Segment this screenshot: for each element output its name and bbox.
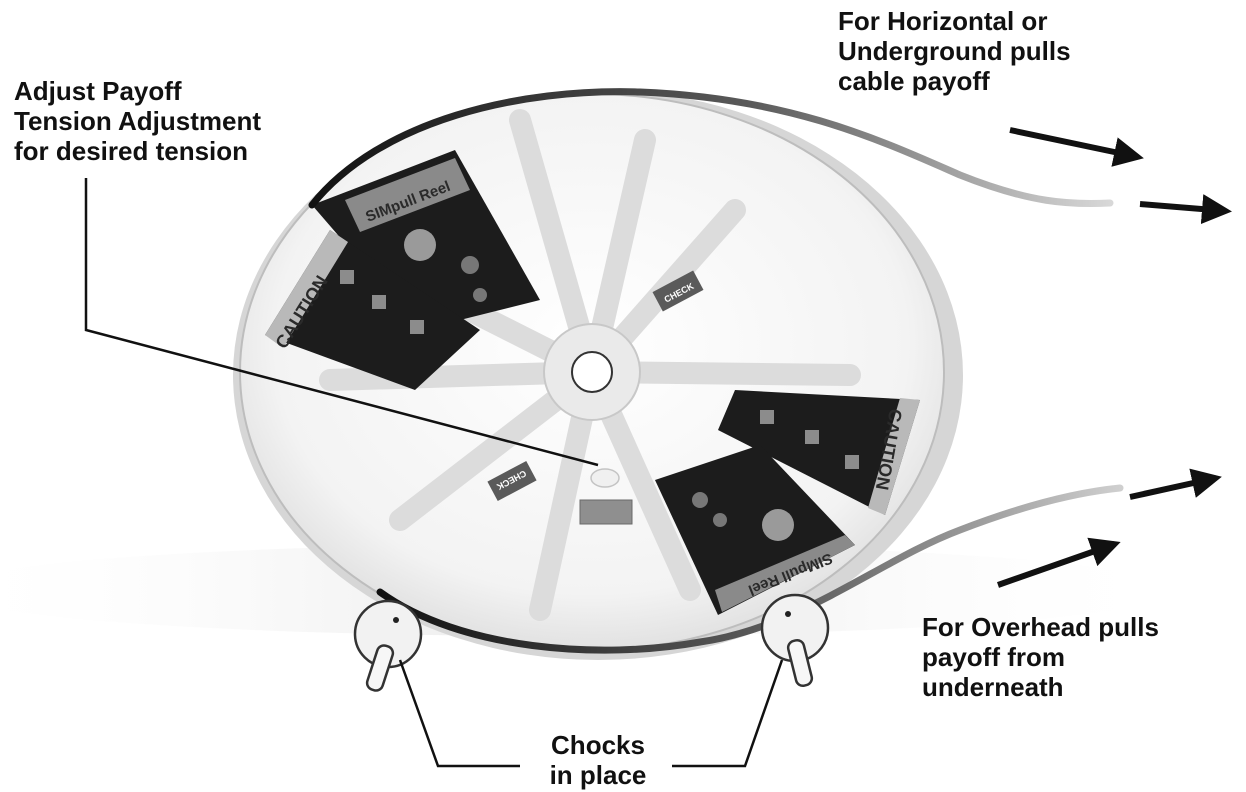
horizontal-payoff-callout: For Horizontal or Underground pulls cabl… (838, 6, 1071, 96)
chock-right (762, 595, 828, 687)
horizontal-callout-line-3: cable payoff (838, 66, 1071, 96)
tension-callout-line-2: Tension Adjustment (14, 106, 261, 136)
tension-callout-line-1: Adjust Payoff (14, 76, 261, 106)
horizontal-callout-line-1: For Horizontal or (838, 6, 1071, 36)
leader-chock-right (672, 660, 782, 766)
chock-left (355, 601, 421, 692)
reel-arbor-hole (572, 352, 612, 392)
chocks-callout: Chocks in place (530, 730, 666, 790)
chocks-callout-line-1: Chocks (530, 730, 666, 760)
overhead-payoff-callout: For Overhead pulls payoff from underneat… (922, 612, 1159, 702)
overhead-callout-line-1: For Overhead pulls (922, 612, 1159, 642)
leader-chock-left (400, 660, 520, 766)
arrow-horizontal-2 (1140, 204, 1226, 211)
overhead-callout-line-2: payoff from (922, 642, 1159, 672)
arrow-overhead-2 (1130, 478, 1216, 497)
horizontal-callout-line-2: Underground pulls (838, 36, 1071, 66)
info-plate (580, 500, 632, 524)
overhead-callout-line-3: underneath (922, 672, 1159, 702)
tension-adjust-knob (591, 469, 619, 487)
arrow-horizontal-1 (1010, 130, 1138, 157)
chocks-callout-line-2: in place (530, 760, 666, 790)
tension-callout-line-3: for desired tension (14, 136, 261, 166)
tension-callout: Adjust Payoff Tension Adjustment for des… (14, 76, 261, 166)
